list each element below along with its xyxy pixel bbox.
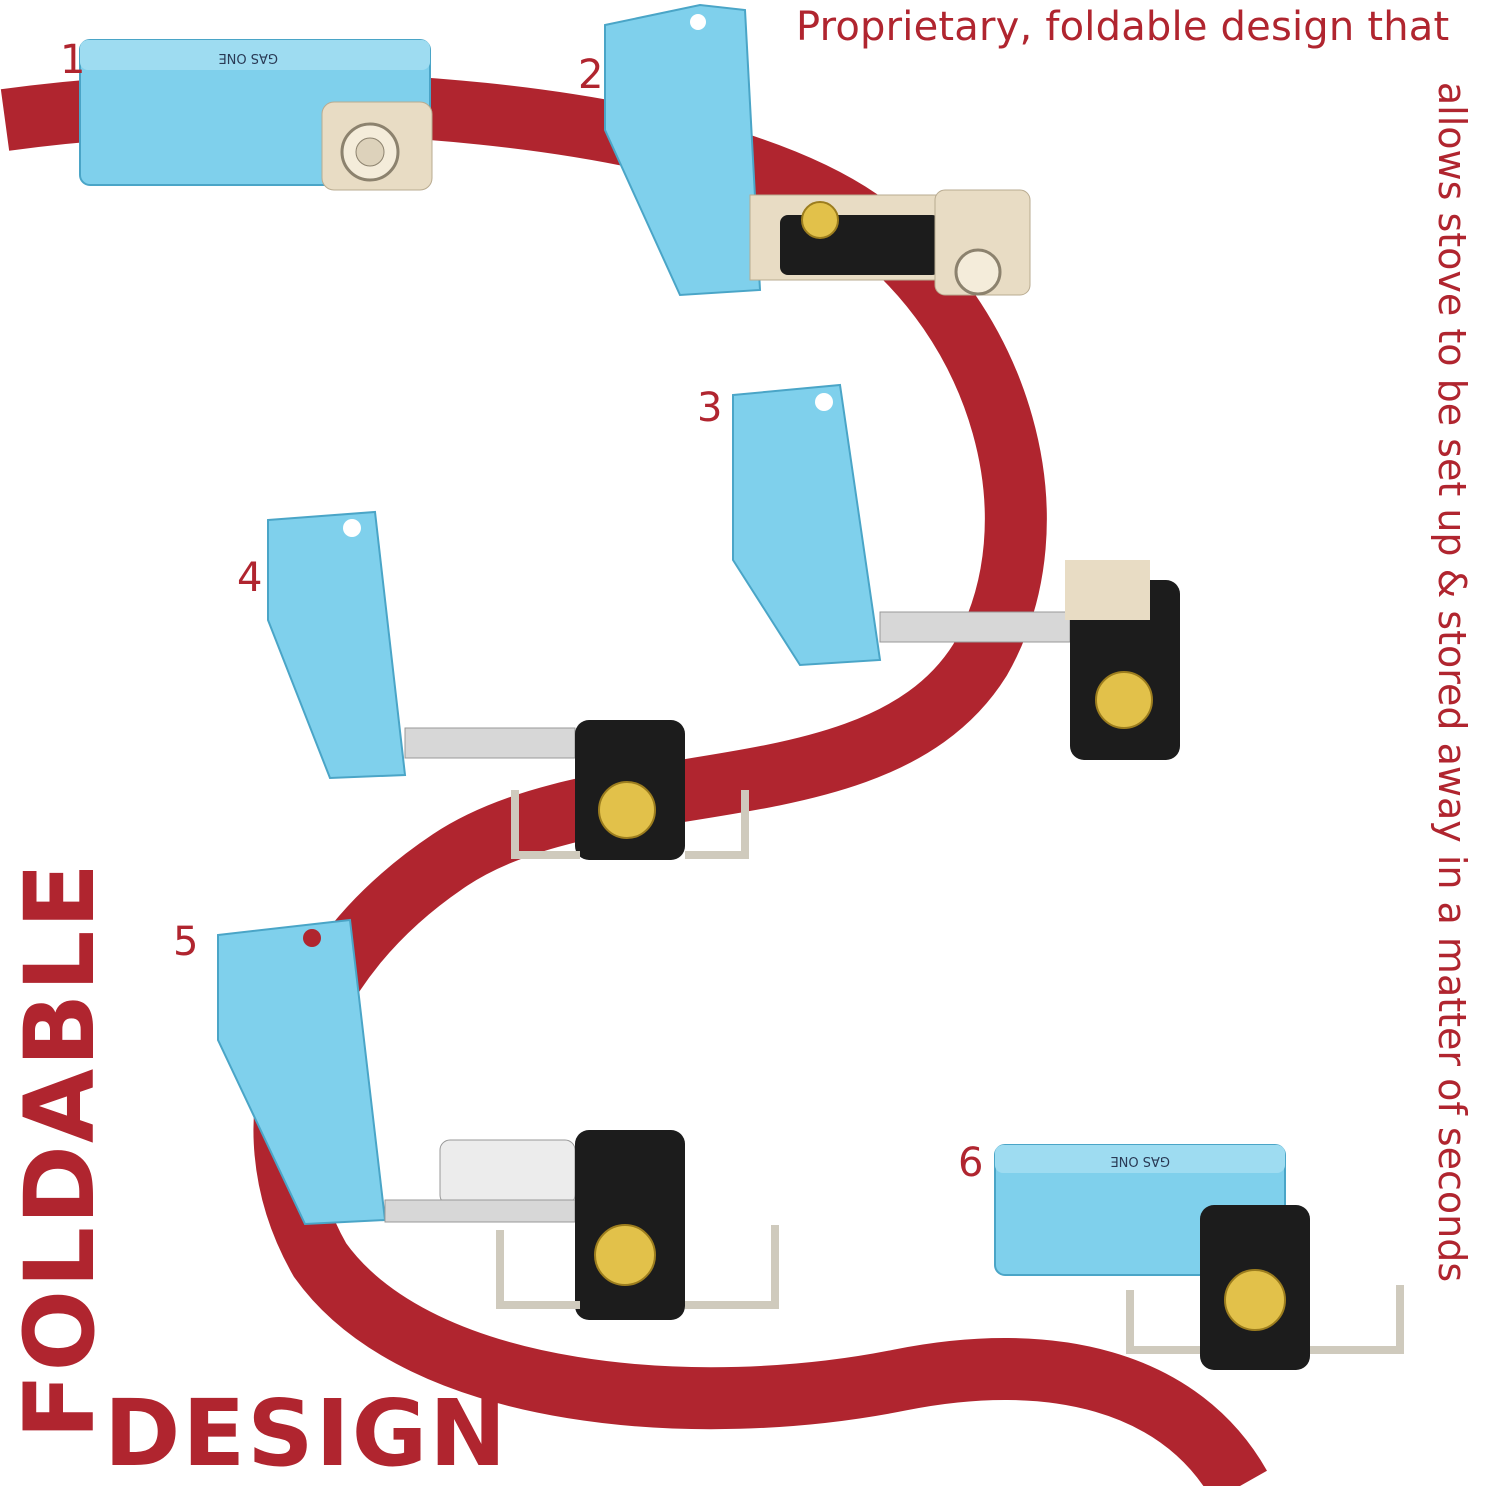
stove-step-4 (267, 510, 749, 860)
brand-label-1: GAS ONE (218, 50, 278, 65)
title-design: DESIGN (104, 1380, 509, 1487)
brand-label-6: GAS ONE (1110, 1153, 1170, 1168)
stove-step-3 (732, 383, 1180, 760)
step-number-2: 2 (578, 52, 604, 98)
stove-step-5 (217, 918, 779, 1320)
headline: Proprietary, foldable design that (796, 4, 1450, 50)
step-number-5: 5 (173, 919, 199, 965)
title-foldable: FOLDABLE (4, 860, 116, 1440)
stove-step-6: GAS ONE (994, 1144, 1404, 1370)
step-number-1: 1 (60, 37, 86, 83)
step-number-3: 3 (697, 385, 723, 431)
stove-step-1: GAS ONE (79, 39, 433, 191)
step-number-4: 4 (237, 555, 263, 601)
stove-step-2 (604, 3, 1031, 297)
red-ribbon (0, 72, 1267, 1491)
step-number-6: 6 (958, 1140, 984, 1186)
vertical-caption: allows stove to be set up & stored away … (1430, 81, 1474, 1283)
